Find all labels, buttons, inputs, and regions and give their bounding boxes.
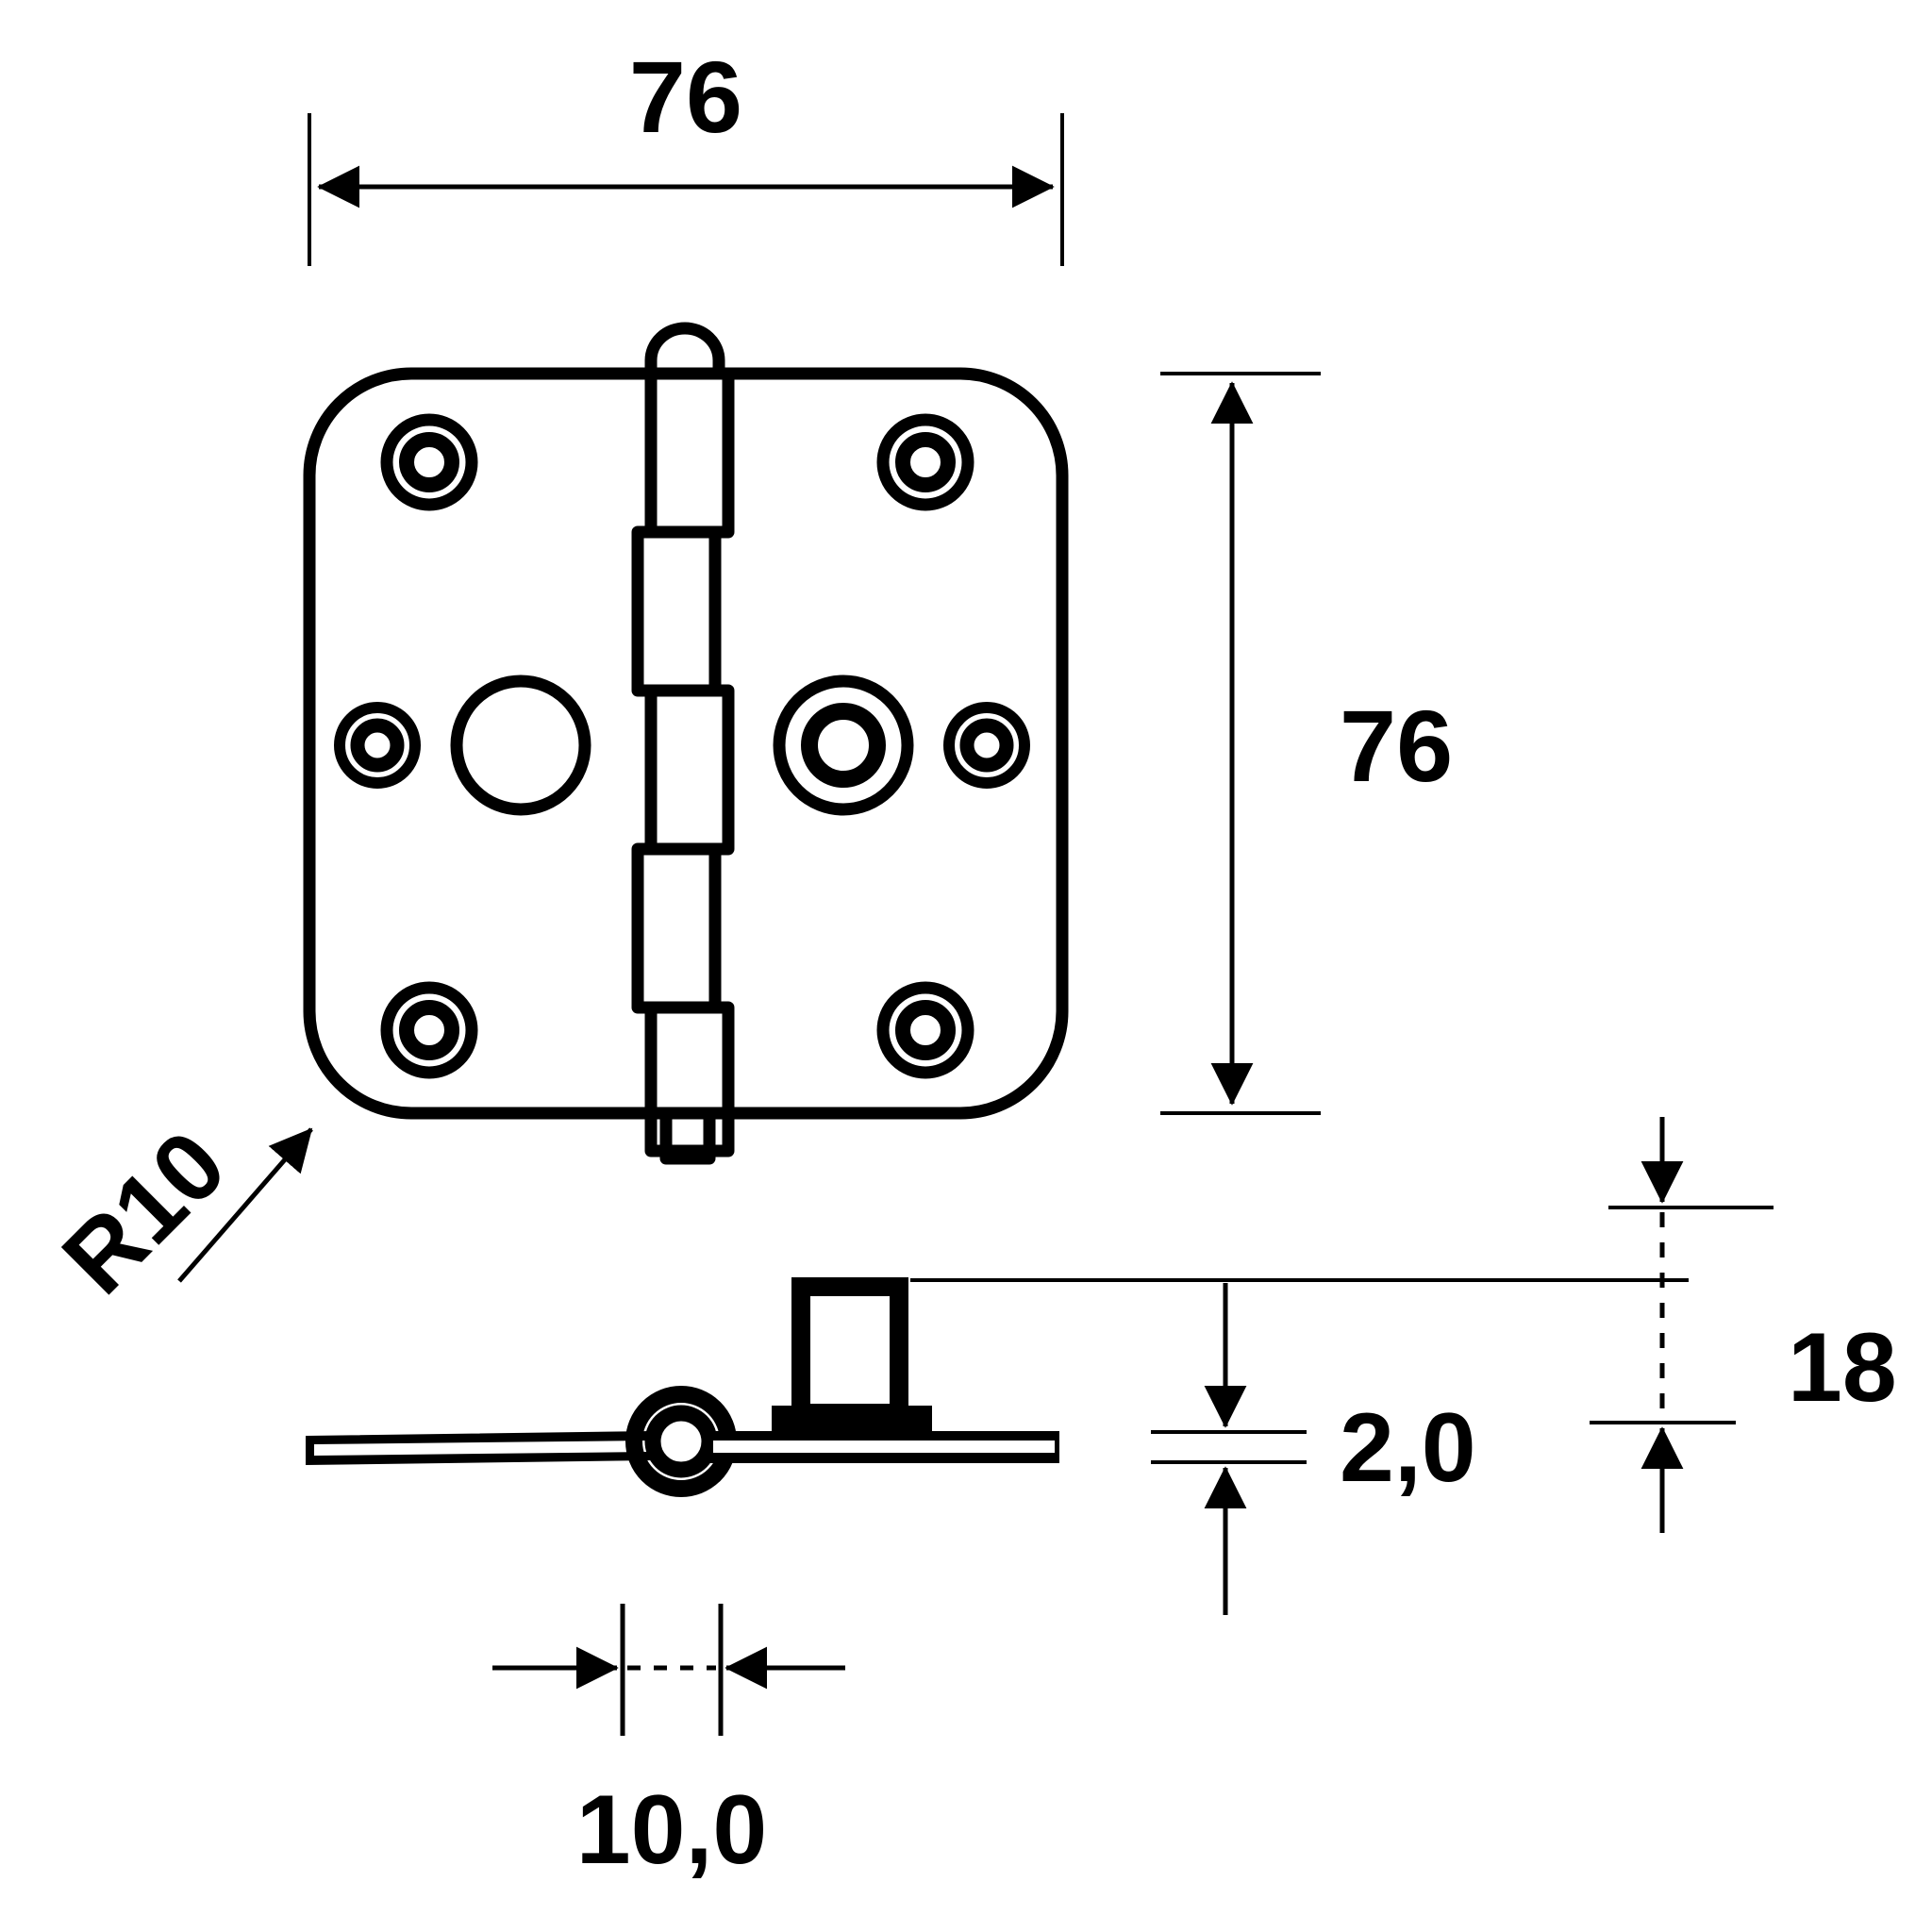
screw-bore-circle [399, 1000, 459, 1060]
right-pin-stud [773, 675, 914, 816]
screw-bore-circle [399, 432, 459, 492]
right-leaf-outline [695, 367, 1069, 1120]
dimension-pin-height-18: 18 [1590, 1117, 1897, 1533]
dimension-pin-diameter-10-0: 10,0 [492, 1604, 845, 1885]
dimension-label-width: 76 [629, 40, 742, 154]
screw-bore-circle [350, 718, 405, 773]
dimension-height-76: 76 [1160, 372, 1453, 1115]
left-leaf-profile-inner-void [314, 1441, 649, 1456]
pin-head-dome [644, 322, 725, 374]
pin-tail [659, 1107, 716, 1165]
screw-hole-top-left [380, 413, 478, 511]
screw-hole-mid-right [943, 702, 1030, 789]
right-leaf-profile-inner-void [713, 1441, 1055, 1453]
dimension-label-thickness: 2,0 [1340, 1393, 1476, 1503]
screw-hole-top-right [876, 413, 974, 511]
countersink-outer-circle [876, 413, 974, 511]
stud-inner-circle [801, 703, 886, 788]
screw-bore-circle [959, 718, 1014, 773]
left-pin-bore-circle [450, 675, 591, 816]
knuckle-barrel [631, 322, 735, 1165]
side-view-hinge-profile [306, 1277, 1059, 1497]
screw-hole-bottom-right [876, 981, 974, 1079]
countersink-outer-circle [876, 981, 974, 1079]
dimension-label-height: 76 [1340, 689, 1453, 803]
countersink-outer-circle [380, 981, 478, 1079]
dimension-thickness-2-0: 2,0 [910, 1278, 1689, 1615]
left-leaf-outline [303, 367, 684, 1120]
countersink-outer-circle [334, 702, 421, 789]
screw-bore-circle [895, 1000, 956, 1060]
knuckle-segment-5 [644, 1001, 735, 1158]
screw-hole-bottom-left [380, 981, 478, 1079]
countersink-outer-circle [943, 702, 1030, 789]
stud-outer-ring [773, 675, 914, 816]
countersink-outer-circle [380, 413, 478, 511]
screw-hole-mid-left [334, 702, 421, 789]
dimension-label-pin-height: 18 [1788, 1313, 1897, 1423]
screw-bore-circle [895, 432, 956, 492]
dimension-label-pin-diameter: 10,0 [576, 1775, 767, 1885]
front-view-hinge [303, 322, 1069, 1165]
dimension-width-76: 76 [308, 40, 1064, 266]
pin-post-profile [791, 1277, 908, 1423]
leader-line-r10 [177, 1127, 313, 1283]
